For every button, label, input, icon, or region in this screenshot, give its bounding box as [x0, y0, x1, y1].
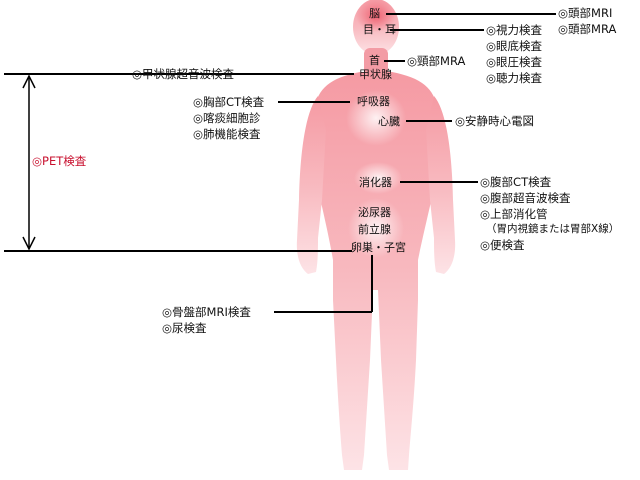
exam-pelvis-2: ◎尿検査 [162, 321, 207, 335]
pet-range-arrow [22, 74, 36, 251]
exam-heart-1: ◎安静時心電図 [455, 114, 535, 128]
exam-digestive-3: ◎上部消化管 [480, 207, 548, 221]
organ-label-ovary-uterus: 卵巣・子宮 [351, 241, 406, 254]
exam-neck-1: ◎頸部MRA [407, 54, 466, 68]
exam-digestive-1: ◎腹部CT検査 [480, 175, 552, 189]
organ-label-respiratory: 呼吸器 [357, 95, 390, 108]
exam-pet: ◎PET検査 [32, 154, 87, 168]
exam-digestive-5: ◎便検査 [480, 238, 525, 252]
exam-eye-ear-3: ◎眼圧検査 [486, 55, 543, 69]
organ-label-digestive: 消化器 [359, 176, 392, 189]
exam-brain-1: ◎頭部MRI [558, 6, 613, 20]
exam-eye-ear-1: ◎視力検査 [486, 23, 543, 37]
body-silhouette [296, 0, 456, 470]
exam-respiratory-1: ◎胸部CT検査 [193, 95, 265, 109]
exam-respiratory-3: ◎肺機能検査 [193, 127, 261, 141]
organ-label-neck: 首 [369, 54, 380, 67]
exam-digestive-4: （胃内視鏡または胃部X線） [486, 223, 620, 235]
exam-digestive-2: ◎腹部超音波検査 [480, 191, 571, 205]
organ-label-urinary: 泌尿器 [358, 206, 391, 219]
organ-label-heart: 心臓 [378, 115, 400, 128]
exam-eye-ear-2: ◎眼底検査 [486, 39, 543, 53]
exam-respiratory-2: ◎喀痰細胞診 [193, 111, 261, 125]
exam-eye-ear-4: ◎聴力検査 [486, 71, 543, 85]
organ-label-eye-ear: 目・耳 [363, 23, 396, 36]
organ-label-prostate: 前立腺 [358, 223, 391, 236]
exam-thyroid-1: ◎甲状腺超音波検査 [132, 67, 235, 81]
exam-pelvis-1: ◎骨盤部MRI検査 [162, 305, 251, 319]
exam-brain-2: ◎頭部MRA [558, 22, 617, 36]
leader-lines [4, 13, 556, 313]
organ-label-brain: 脳 [369, 7, 380, 20]
organ-label-thyroid: 甲状腺 [359, 68, 392, 81]
